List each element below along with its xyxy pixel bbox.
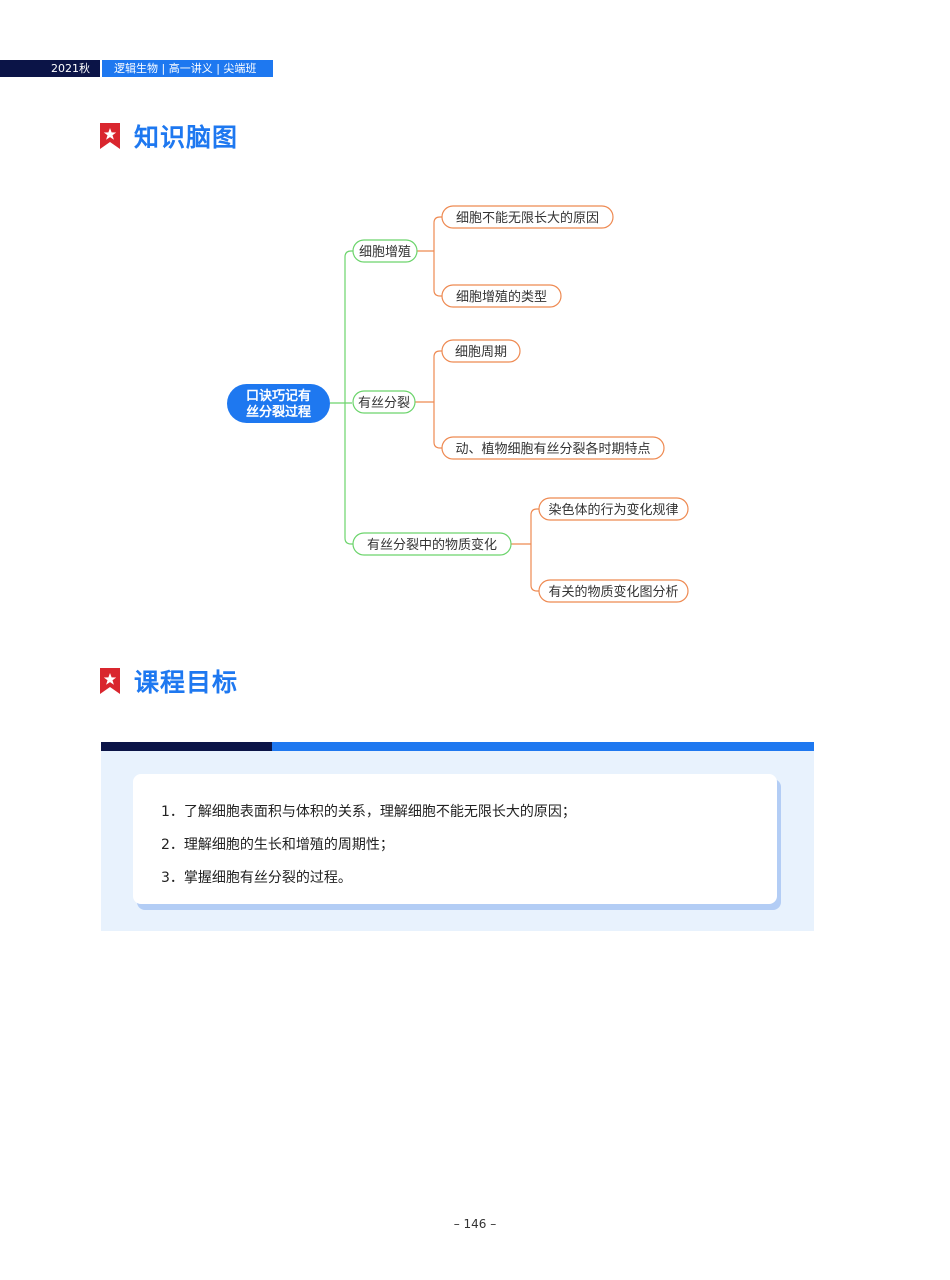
header-year: 2021秋 (0, 60, 100, 77)
mind-map: 口诀巧记有 丝分裂过程 细胞增殖 细胞不能无限长大的原因 细胞增殖的类型 有丝分… (227, 205, 689, 603)
leaf-label: 细胞增殖的类型 (456, 289, 547, 305)
mindmap-root: 口诀巧记有 丝分裂过程 (227, 384, 330, 423)
mindmap-leaf: 染色体的行为变化规律 (538, 497, 689, 521)
leaf-label: 细胞周期 (455, 345, 507, 360)
leaf-label: 有关的物质变化图分析 (548, 584, 678, 600)
mindmap-leaf: 细胞增殖的类型 (441, 284, 562, 308)
mindmap-branch-mitosis: 有丝分裂 (352, 390, 416, 414)
bookmark-star-icon (100, 668, 120, 694)
mindmap-leaf: 细胞不能无限长大的原因 (441, 205, 614, 229)
branch-label: 细胞增殖 (359, 244, 411, 260)
section-title-goals: 课程目标 (100, 663, 238, 699)
mindmap-branch-cell-proliferation: 细胞增殖 (352, 239, 418, 263)
header-series: 逻辑生物 | 高一讲义 | 尖端班 (102, 60, 273, 77)
section-title-mindmap: 知识脑图 (100, 118, 238, 154)
mindmap-root-line1: 口诀巧记有 (246, 388, 311, 404)
mindmap-leaf: 有关的物质变化图分析 (538, 579, 689, 603)
leaf-label: 细胞不能无限长大的原因 (456, 210, 599, 226)
mindmap-branch-material-change: 有丝分裂中的物质变化 (352, 532, 512, 556)
page-number: – 146 – (453, 1217, 497, 1231)
goal-item: 1．了解细胞表面积与体积的关系，理解细胞不能无限长大的原因； (161, 804, 576, 820)
goal-item: 2．理解细胞的生长和增殖的周期性； (161, 837, 394, 853)
leaf-label: 动、植物细胞有丝分裂各时期特点 (455, 441, 650, 457)
leaf-label: 染色体的行为变化规律 (548, 502, 678, 518)
mindmap-leaf: 细胞周期 (441, 339, 521, 363)
section-title-text: 课程目标 (134, 668, 239, 697)
branch-label: 有丝分裂中的物质变化 (367, 537, 497, 553)
goal-item: 3．掌握细胞有丝分裂的过程。 (161, 870, 352, 886)
mindmap-leaf: 动、植物细胞有丝分裂各时期特点 (441, 436, 665, 460)
bookmark-star-icon (100, 123, 120, 149)
goals-bar-dark (101, 742, 272, 751)
mindmap-root-line2: 丝分裂过程 (246, 404, 311, 420)
goals-card: 1．了解细胞表面积与体积的关系，理解细胞不能无限长大的原因； 2．理解细胞的生长… (133, 774, 777, 904)
branch-label: 有丝分裂 (358, 396, 410, 411)
goals-bar-blue (272, 742, 814, 751)
section-title-text: 知识脑图 (134, 123, 239, 152)
